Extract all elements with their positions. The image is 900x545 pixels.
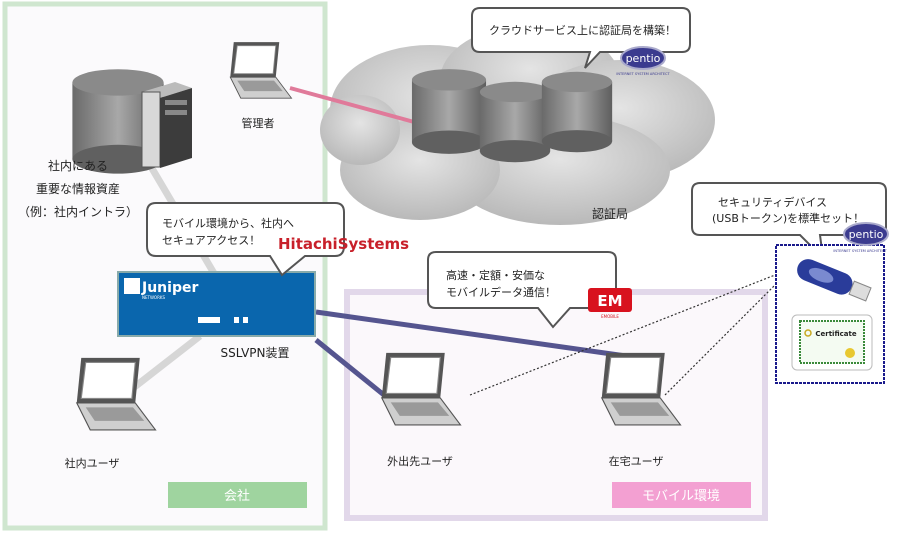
assets-label-2: 重要な情報資産 [36, 181, 120, 196]
assets-label-3: （例：社内イントラ） [18, 204, 138, 219]
ca-label: 認証局 [592, 206, 628, 221]
hitachi-systems-logo: HitachiSystems [278, 235, 409, 253]
office-user-label: 社内ユーザ [65, 456, 120, 470]
key-icon [804, 329, 812, 337]
usb-token-panel: Certificate [775, 244, 885, 384]
company-region-label-box [168, 482, 307, 508]
svg-text:モバイル環境から、社内へ: モバイル環境から、社内へ [162, 216, 294, 230]
svg-text:INTERNET SYSTEM ARCHITECT: INTERNET SYSTEM ARCHITECT [616, 72, 670, 76]
juniper-brand-sub: NETWORKS [142, 295, 165, 300]
svg-text:セキュアアクセス！: セキュアアクセス！ [162, 234, 260, 247]
usb-token-icon [797, 259, 872, 302]
svg-text:pentio: pentio [849, 228, 884, 241]
admin-line [289, 86, 426, 127]
sslvpn-device: Juniper NETWORKS [117, 271, 316, 337]
token-line-home [664, 284, 776, 396]
pentio-logo-token: pentio INTERNET SYSTEM ARCHITECT [833, 222, 889, 253]
svg-text:INTERNET SYSTEM ARCHITECT: INTERNET SYSTEM ARCHITECT [833, 249, 887, 253]
svg-text:セキュリティデバイス: セキュリティデバイス [718, 195, 827, 209]
cloud-bubble: クラウドサービス上に認証局を構築！ [471, 7, 691, 69]
database-icon [541, 71, 613, 153]
company-region-label: 会社 [224, 488, 250, 504]
svg-text:モバイルデータ通信！: モバイルデータ通信！ [446, 285, 556, 299]
svg-text:(USBトークン)を標準セット！: (USBトークン)を標準セット！ [712, 211, 864, 225]
svg-text:EM: EM [597, 292, 622, 310]
svg-text:クラウドサービス上に認証局を構築！: クラウドサービス上に認証局を構築！ [489, 23, 676, 37]
mobile-region-label-box [612, 482, 751, 508]
certificate-icon [799, 320, 865, 364]
home-user-label: 在宅ユーザ [609, 454, 664, 468]
certificate-label: Certificate [815, 330, 856, 338]
vpn-line-home [315, 309, 641, 361]
seal-icon [845, 348, 855, 358]
emobile-logo: EM EMOBILE [588, 288, 632, 319]
company-bubble: モバイル環境から、社内へ セキュアアクセス！ [146, 202, 345, 277]
server-icon [141, 82, 192, 168]
svg-text:高速・定額・安価な: 高速・定額・安価な [446, 268, 545, 282]
svg-text:pentio: pentio [626, 52, 661, 65]
admin-label: 管理者 [242, 116, 275, 130]
token-line-out [469, 274, 776, 396]
token-bubble: セキュリティデバイス (USBトークン)を標準セット！ [691, 182, 887, 261]
pentio-logo-cloud: pentio INTERNET SYSTEM ARCHITECT [616, 46, 670, 76]
mobile-user-label: 外出先ユーザ [387, 454, 453, 468]
database-icon [411, 69, 487, 154]
juniper-logo-icon [124, 278, 140, 294]
mobile-region-label: モバイル環境 [642, 489, 720, 504]
assets-label-1: 社内にある [48, 158, 108, 173]
juniper-brand: Juniper [141, 280, 198, 296]
mobile-bubble: 高速・定額・安価な モバイルデータ通信！ [427, 251, 617, 329]
database-icon [479, 81, 551, 163]
sslvpn-label: SSLVPN装置 [220, 346, 289, 360]
svg-text:EMOBILE: EMOBILE [601, 314, 619, 319]
